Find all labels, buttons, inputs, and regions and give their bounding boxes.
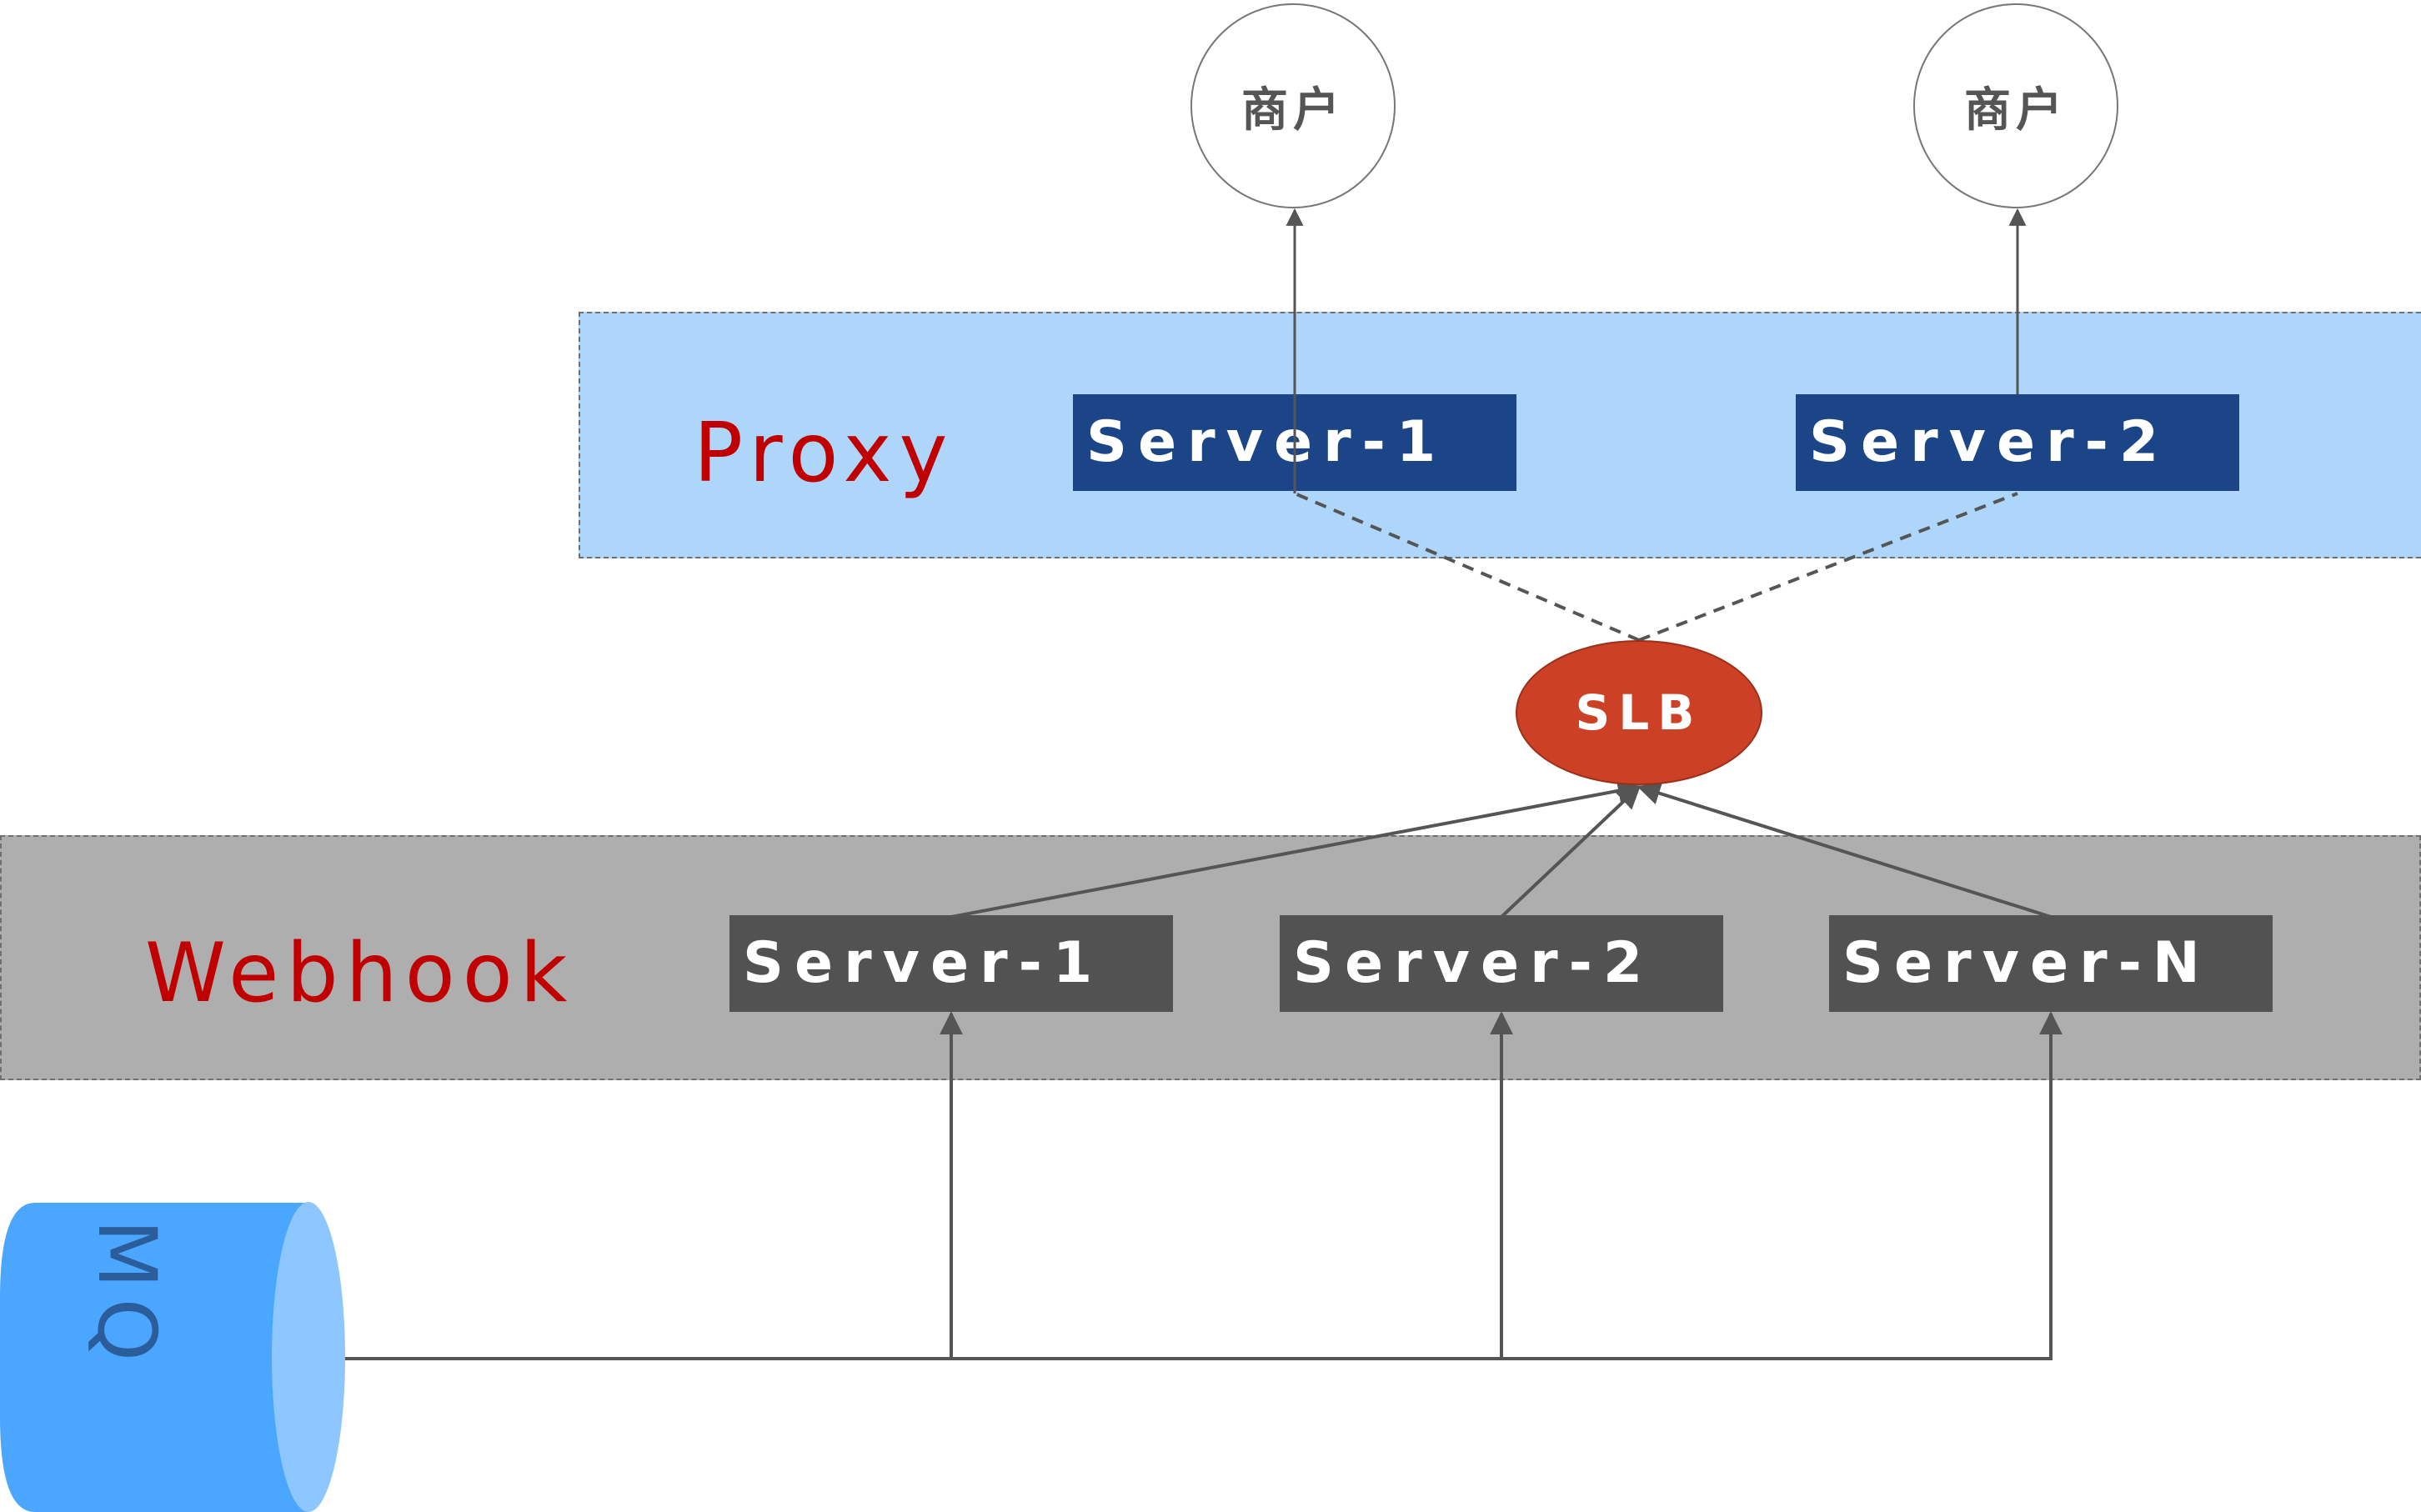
webhook-zone-label: Webhook	[145, 926, 575, 1021]
webhook-server-1: Server-1	[729, 915, 1173, 1012]
edge-slb-proxy2	[1638, 492, 2018, 642]
edge-webhookn-slb	[1637, 782, 2052, 919]
proxy-server-2: Server-2	[1796, 394, 2239, 491]
merchant-1-node: 商户	[1190, 3, 1396, 208]
webhook-server-n: Server-N	[1829, 915, 2273, 1012]
merchant-2-node: 商户	[1913, 3, 2118, 208]
proxy-zone-label: Proxy	[694, 406, 955, 501]
slb-node: SLB	[1516, 640, 1762, 785]
edge-slb-proxy1	[1294, 492, 1640, 642]
mq-cylinder	[0, 1202, 345, 1512]
edge-mq-bus	[345, 1011, 2063, 1360]
edge-webhook1-slb	[950, 779, 1642, 919]
webhook-server-2: Server-2	[1280, 915, 1723, 1012]
mq-label: MQ	[80, 1219, 173, 1372]
edge-webhook2-slb	[1500, 785, 1642, 919]
